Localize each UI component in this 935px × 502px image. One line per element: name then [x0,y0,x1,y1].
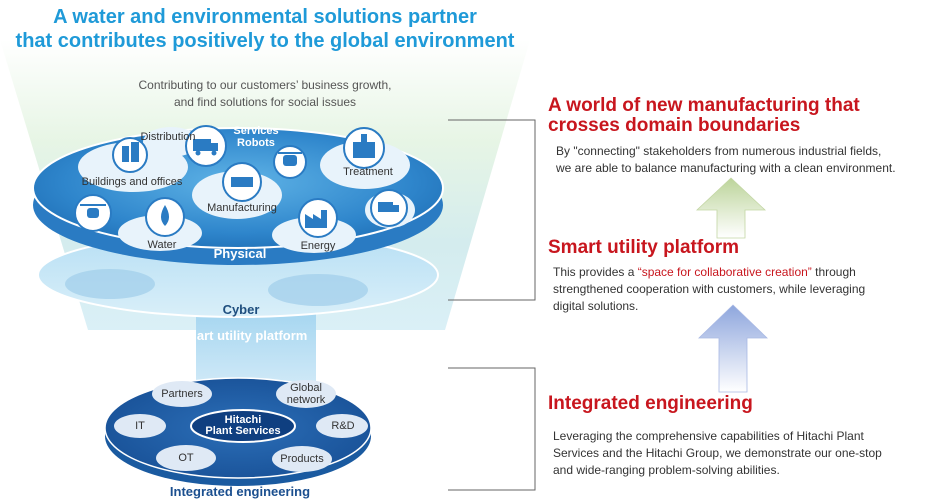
cyber-hole-right [268,274,368,306]
label-global: Global [290,382,322,394]
bracket-bottom [448,367,536,491]
label-distribution: Distribution [140,131,196,143]
manufacturing-icon [222,162,262,202]
label-treatment: Treatment [343,166,393,178]
label-hitachi: Hitachi [224,414,262,426]
arrow-up-green [695,177,767,239]
cyber-hole-left [65,269,155,299]
label-rnd: R&D [331,420,355,432]
truck-icon [185,125,227,167]
delivery-truck-icon [370,189,408,227]
page-subtitle: Contributing to our customers’ business … [80,77,450,111]
subtitle-line-1: Contributing to our customers’ business … [138,78,392,92]
tier-1-title-line-2: crosses domain boundaries [548,115,801,136]
label-products: Products [280,453,324,465]
tier-3-description: Leveraging the comprehensive capabilitie… [553,428,923,479]
label-robots: Robots [237,137,275,149]
label-it: IT [135,420,145,432]
tier-2-desc-highlight: “space for collaborative creation” [637,265,812,279]
page-title: A water and environmental solutions part… [0,5,530,53]
label-buildings-offices: Buildings and offices [81,176,183,188]
tier-2-desc-prefix: This provides a [553,265,638,279]
tier-3-title: Integrated engineering [548,393,753,414]
tier-1-desc-line-1: By "connecting" stakeholders from numero… [556,144,882,158]
factory-energy-icon [298,198,338,238]
tier-3-desc-line-1: Leveraging the comprehensive capabilitie… [553,429,864,443]
label-integrated-engineering: Integrated engineering [169,484,311,499]
title-line-1: A water and environmental solutions part… [53,6,477,28]
tier-1-desc-line-2: we are able to balance manufacturing wit… [556,161,896,175]
label-ot: OT [178,452,194,464]
water-drop-icon [145,197,185,237]
tier-1-title: A world of new manufacturing that crosse… [548,96,928,136]
tier-2-desc-line-2: strengthened cooperation with customers,… [553,282,866,296]
tier-2-desc-suffix: through [811,265,856,279]
drone-icon [74,194,112,232]
tier-2-title: Smart utility platform [548,237,740,258]
label-plant-services: Plant Services [205,425,281,437]
label-cyber: Cyber [222,302,260,317]
label-partners: Partners [161,388,203,400]
engineering-bubbles [114,380,368,472]
hospital-icon [343,127,385,169]
subtitle-line-2: and find solutions for social issues [173,95,357,109]
tier-3-desc-line-2: Services and the Hitachi Group, we demon… [553,446,882,460]
robot-icon [273,145,307,179]
tier-3-desc-line-3: and wide-ranging problem-solving abiliti… [553,463,780,477]
label-smart-utility-platform: Smart utility platform [176,328,308,343]
title-line-2: that contributes positively to the globa… [15,30,515,52]
building-icon [112,137,148,173]
label-services: Services [233,125,279,137]
tier-1-title-line-1: A world of new manufacturing that [548,95,860,116]
label-manufacturing: Manufacturing [207,202,277,214]
label-network: network [286,394,326,406]
label-energy: Energy [300,240,336,252]
label-water: Water [147,239,177,251]
arrow-up-blue [698,304,768,393]
label-physical: Physical [213,246,267,261]
tier-2-desc-line-3: digital solutions. [553,299,639,313]
hitachi-center [190,409,296,443]
bracket-top [448,119,536,301]
tier-1-description: By "connecting" stakeholders from numero… [556,143,926,177]
tier-2-desc-line-1: This provides a “space for collaborative… [553,264,933,281]
tier-2-description: This provides a “space for collaborative… [553,264,933,315]
